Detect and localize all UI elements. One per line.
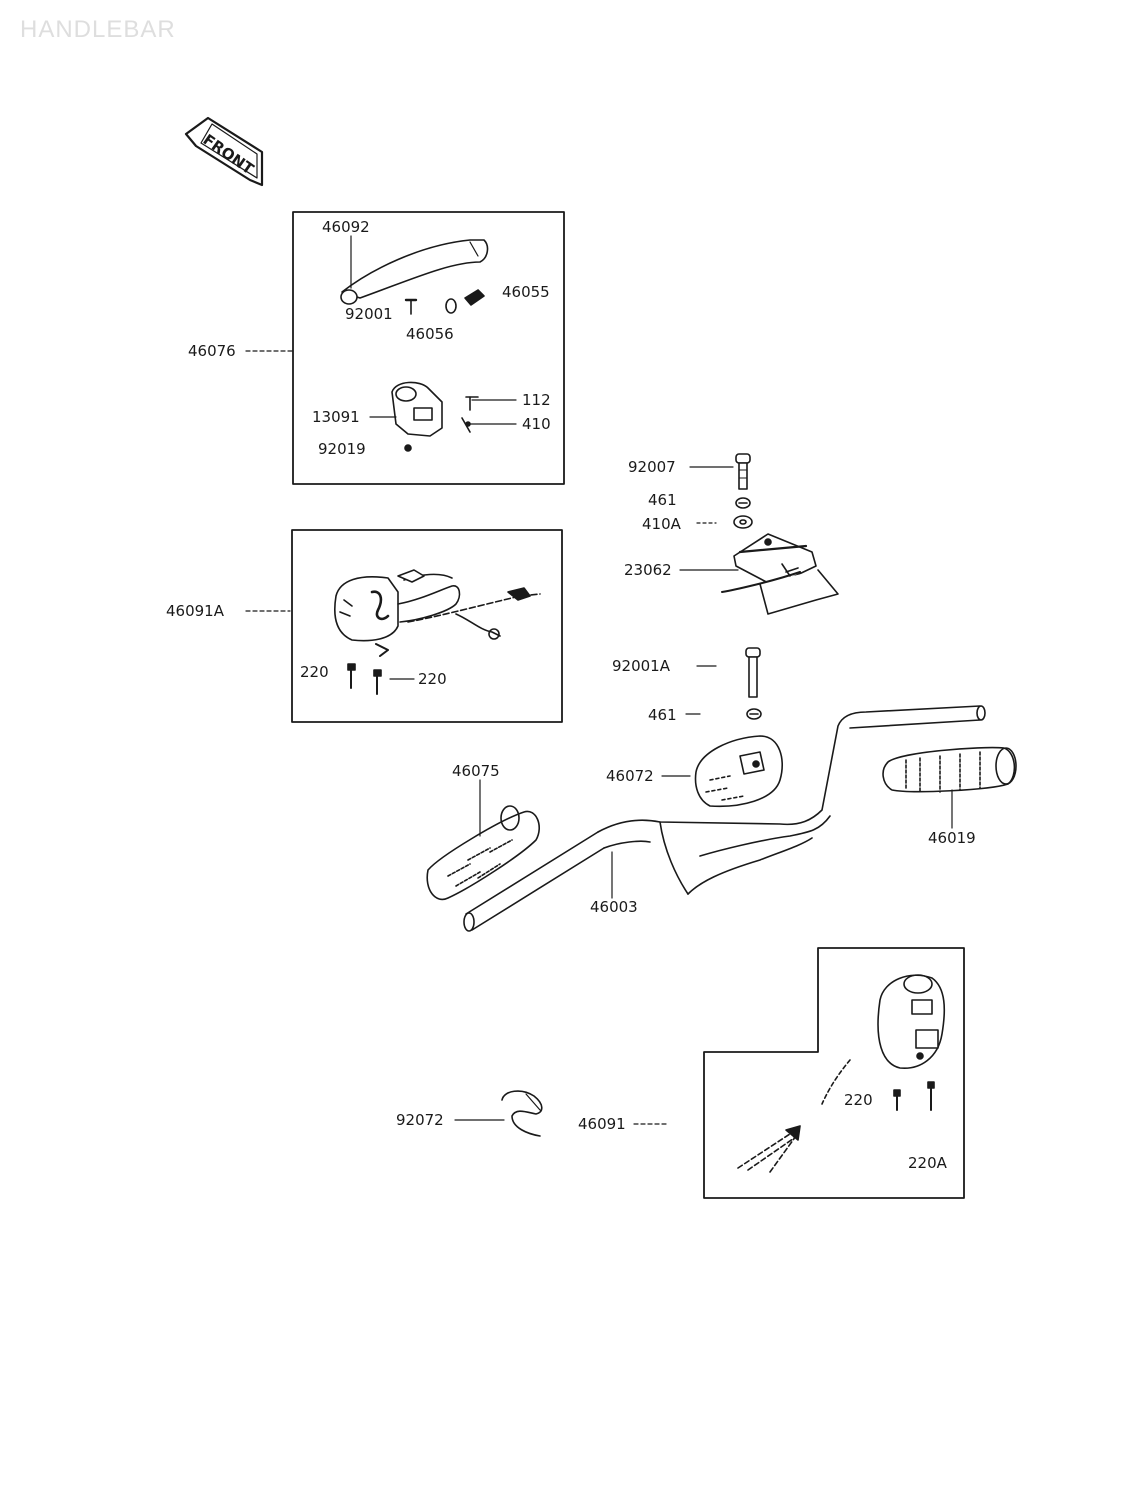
screw-right-icon <box>374 670 381 694</box>
holder-bolt-icon <box>736 454 750 489</box>
part-label-46019: 46019 <box>928 829 976 847</box>
page-title: HANDLEBAR <box>20 16 176 43</box>
box-brake-lever <box>293 212 564 484</box>
part-label-46003: 46003 <box>590 898 638 916</box>
cable-clamp-icon <box>502 1091 542 1136</box>
screw-left-icon <box>348 664 355 688</box>
part-label-23062: 23062 <box>624 561 672 579</box>
box-left-switch <box>292 530 562 722</box>
part-label-461-upper: 461 <box>648 491 677 509</box>
part-label-46075: 46075 <box>452 762 500 780</box>
left-switch-housing-icon <box>335 577 398 656</box>
part-label-46072: 46072 <box>606 767 654 785</box>
front-arrow-icon: FRONT <box>186 118 262 185</box>
part-label-13091: 13091 <box>312 408 360 426</box>
part-label-92001A: 92001A <box>612 657 670 675</box>
part-label-410: 410 <box>522 415 551 433</box>
lock-washer-lower-icon <box>747 709 761 719</box>
part-label-220-right: 220 <box>418 670 447 688</box>
throttle-grip-icon <box>696 736 783 806</box>
holder-bolt-lower-icon <box>746 648 760 697</box>
part-label-46091: 46091 <box>578 1115 626 1133</box>
master-cylinder-icon <box>392 382 442 451</box>
brake-lever-icon <box>341 240 487 304</box>
screw-lower-left-icon <box>894 1090 900 1110</box>
pivot-bolt-icon <box>406 300 416 314</box>
part-label-92019: 92019 <box>318 440 366 458</box>
part-label-92072: 92072 <box>396 1111 444 1129</box>
clamp-bolt-icon <box>462 397 478 432</box>
part-label-46092: 46092 <box>322 218 370 236</box>
part-label-220-lower: 220 <box>844 1091 873 1109</box>
handlebar-holder-icon <box>722 534 838 614</box>
lock-washer-icon <box>736 498 750 508</box>
part-label-46076: 46076 <box>188 342 236 360</box>
part-label-461-lower: 461 <box>648 706 677 724</box>
switch-wiring-icon <box>398 570 540 639</box>
part-label-220-left: 220 <box>300 663 329 681</box>
switch-cables-icon <box>738 1060 850 1172</box>
right-switch-housing-icon <box>878 975 944 1068</box>
part-label-410A: 410A <box>642 515 681 533</box>
part-label-46091A: 46091A <box>166 602 224 620</box>
grip-right-icon <box>883 748 1016 792</box>
grip-left-icon <box>427 806 539 899</box>
part-label-112: 112 <box>522 391 551 409</box>
box-right-switch <box>704 948 964 1198</box>
screw-lower-right-icon <box>928 1082 934 1110</box>
flat-washer-icon <box>734 516 752 528</box>
handlebar-icon <box>464 706 985 931</box>
part-label-46055: 46055 <box>502 283 550 301</box>
pivot-nut-icon <box>446 290 484 313</box>
part-label-92001: 92001 <box>345 305 393 323</box>
part-label-46056: 46056 <box>406 325 454 343</box>
part-label-220A: 220A <box>908 1154 947 1172</box>
part-label-92007: 92007 <box>628 458 676 476</box>
